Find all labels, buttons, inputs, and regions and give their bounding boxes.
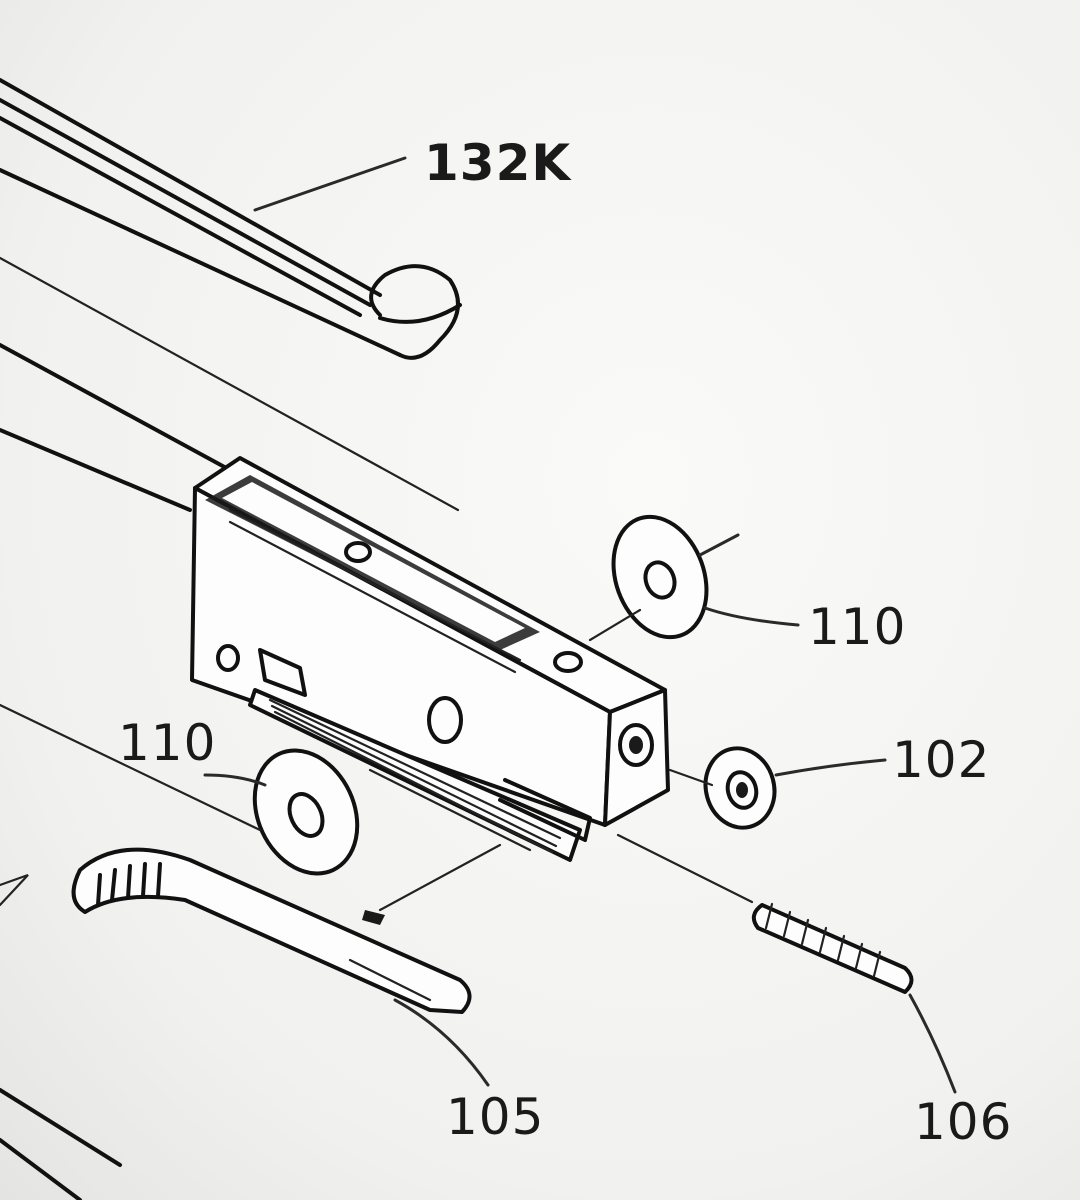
part-102-nut [703, 746, 777, 830]
label-132k: 132K [424, 134, 572, 192]
part-110-upper-washer [611, 514, 709, 640]
part-105-lever [71, 847, 472, 1014]
lever-grip-ribs [96, 862, 162, 907]
label-105: 105 [446, 1088, 545, 1146]
label-102: 102 [892, 731, 991, 789]
label-106: 106 [914, 1093, 1013, 1151]
part-132k-spring [369, 264, 462, 360]
frame-rails [0, 78, 460, 512]
part-106-pin [751, 902, 914, 994]
pin-knurling [764, 902, 882, 978]
label-110-upper: 110 [808, 598, 907, 656]
label-110-lower: 110 [118, 714, 217, 772]
leader-lines [0, 156, 957, 1200]
part-110-lower-washer [252, 748, 360, 876]
slot-ribbing [268, 698, 562, 854]
main-housing-block [190, 456, 670, 862]
